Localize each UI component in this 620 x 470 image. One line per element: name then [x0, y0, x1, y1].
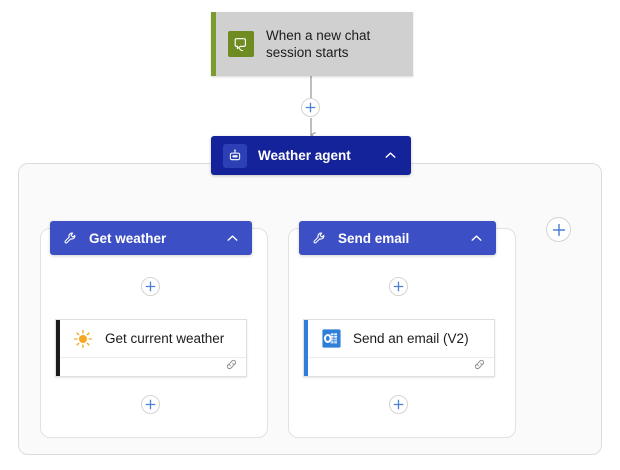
chevron-up-icon[interactable]: [223, 229, 241, 247]
link-icon[interactable]: [473, 358, 486, 376]
action-card-header: Send an email (V2): [304, 320, 494, 358]
agent-node-weather-agent[interactable]: Weather agent: [211, 136, 411, 175]
tool-node-send-email[interactable]: Send email: [299, 221, 496, 255]
action-label-get-current-weather: Get current weather: [105, 331, 225, 346]
outlook-icon: [320, 328, 342, 350]
chevron-up-icon[interactable]: [467, 229, 485, 247]
add-step-branch-two-lower-button[interactable]: [389, 395, 408, 414]
action-card-get-current-weather[interactable]: Get current weather: [55, 319, 247, 377]
action-card-footer: [304, 358, 494, 376]
action-label-send-an-email: Send an email (V2): [353, 331, 469, 346]
tool-label-get-weather: Get weather: [89, 230, 167, 246]
add-step-branch-one-upper-button[interactable]: [141, 277, 160, 296]
add-step-branch-one-lower-button[interactable]: [141, 395, 160, 414]
add-step-branch-two-upper-button[interactable]: [389, 277, 408, 296]
tool-label-send-email: Send email: [338, 230, 410, 246]
action-card-send-an-email[interactable]: Send an email (V2): [303, 319, 495, 377]
wrench-icon: [61, 229, 79, 247]
tool-node-get-weather[interactable]: Get weather: [50, 221, 252, 255]
robot-icon: [223, 143, 247, 168]
add-step-after-trigger-button[interactable]: [301, 98, 320, 117]
add-tool-button[interactable]: [546, 217, 571, 242]
action-card-header: Get current weather: [56, 320, 246, 358]
trigger-label: When a new chat session starts: [266, 28, 371, 60]
chevron-up-icon[interactable]: [381, 147, 399, 165]
chat-bubble-icon: [228, 31, 254, 57]
trigger-node[interactable]: When a new chat session starts: [211, 12, 413, 76]
sun-icon: [72, 328, 94, 350]
link-icon[interactable]: [225, 358, 238, 376]
action-accent-bar: [304, 320, 308, 376]
wrench-icon: [310, 229, 328, 247]
action-card-footer: [56, 358, 246, 376]
action-accent-bar: [56, 320, 60, 376]
agent-label: Weather agent: [258, 148, 351, 163]
